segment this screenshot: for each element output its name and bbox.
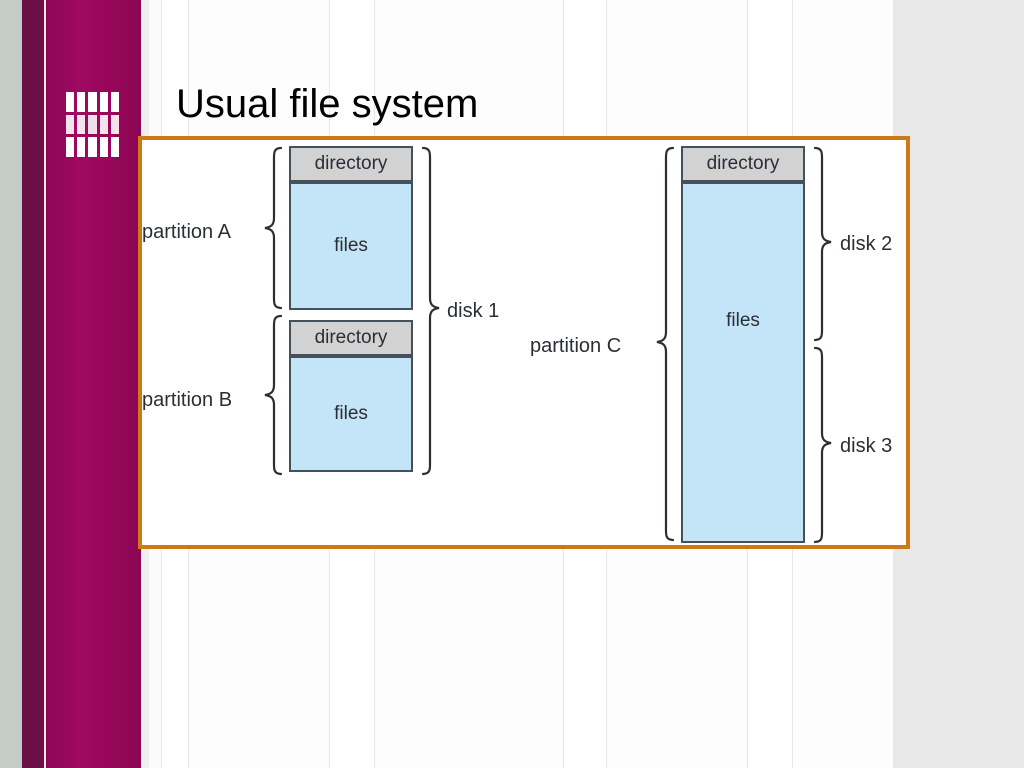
label-disk-3: disk 3 bbox=[840, 435, 893, 457]
sidebar-decoration bbox=[0, 0, 141, 768]
block-files-a: files bbox=[289, 182, 413, 310]
sidebar-dark-strip bbox=[22, 0, 44, 768]
diagram-frame: directory files directory files bbox=[138, 136, 910, 549]
brace-disk-3 bbox=[812, 346, 834, 544]
brace-disk-1 bbox=[420, 146, 442, 476]
label-partition-a: partition A bbox=[142, 221, 231, 243]
grid-logo-icon bbox=[66, 92, 119, 157]
label-disk-2: disk 2 bbox=[840, 233, 893, 255]
brace-partition-a bbox=[262, 146, 284, 310]
sidebar-grey-strip bbox=[0, 0, 22, 768]
block-directory-c: directory bbox=[681, 146, 805, 182]
block-files-c: files bbox=[681, 182, 805, 543]
block-directory-a: directory bbox=[289, 146, 413, 182]
page-title: Usual file system bbox=[176, 82, 479, 126]
file-system-partitions-diagram: directory files directory files bbox=[142, 140, 906, 545]
label-partition-c: partition C bbox=[530, 335, 622, 357]
block-files-b: files bbox=[289, 356, 413, 472]
label-partition-b: partition B bbox=[142, 389, 233, 411]
brace-partition-b bbox=[262, 314, 284, 476]
brace-disk-2 bbox=[812, 146, 834, 342]
block-files-c-label: files bbox=[726, 309, 760, 331]
sidebar-white-rule bbox=[44, 0, 46, 768]
brace-partition-c bbox=[654, 146, 676, 544]
block-directory-b: directory bbox=[289, 320, 413, 356]
label-disk-1: disk 1 bbox=[447, 300, 500, 322]
